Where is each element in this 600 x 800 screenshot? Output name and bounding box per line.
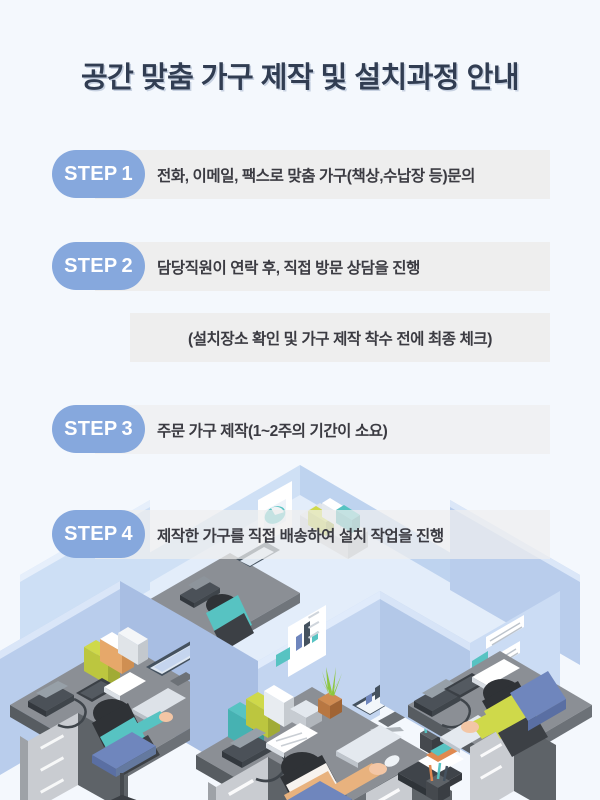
- step-bar-2: [95, 242, 550, 291]
- office-illustration: [0, 455, 600, 800]
- workstation-right: [408, 651, 592, 800]
- step-badge-label-1: STEP: [64, 162, 118, 185]
- notepad-center: [266, 723, 318, 758]
- step-badge-1: STEP 1: [52, 150, 145, 198]
- step-badge-number-3: 3: [121, 417, 133, 440]
- step-badge-number-1: 1: [121, 162, 133, 185]
- step-text-2: 담당직원이 연락 후, 직접 방문 상담을 진행: [157, 259, 420, 277]
- chair-left: [92, 732, 156, 800]
- note-row: (설치장소 확인 및 가구 제작 착수 전에 최종 체크): [130, 313, 550, 362]
- desk-left: [10, 627, 230, 800]
- pen-cup-right: [426, 762, 450, 800]
- step-badge-label-3: STEP: [64, 417, 118, 440]
- plant-center: [318, 667, 342, 719]
- step-text-1: 전화, 이메일, 팩스로 맞춤 가구(책상,수납장 등)문의: [157, 167, 475, 185]
- isometric-office-svg: [0, 455, 600, 800]
- tablet-left: [76, 678, 118, 702]
- desk-phone-left: [28, 681, 87, 729]
- sticky-note: [266, 668, 282, 690]
- desk-phone-back: [180, 576, 220, 608]
- mouse-center: [384, 755, 400, 767]
- paper-tray-left: [104, 672, 146, 701]
- wall-poster-barchart: [288, 605, 326, 677]
- step-text-3: 주문 가구 제작(1~2주의 기간이 소요): [157, 422, 388, 440]
- step-row-2: 담당직원이 연락 후, 직접 방문 상담을 진행 STEP 2: [52, 242, 550, 291]
- step-badge-label-2: STEP: [64, 254, 118, 277]
- step-row-3: 주문 가구 제작(1~2주의 기간이 소요) STEP 3: [52, 405, 550, 454]
- binders-left: [84, 627, 148, 685]
- step-badge-label-4: STEP: [64, 522, 118, 545]
- step-badge-4: STEP 4: [52, 510, 145, 558]
- page-title: 공간 맞춤 가구 제작 및 설치과정 안내: [80, 62, 520, 94]
- step-text-4: 제작한 가구를 직접 배송하여 설치 작업을 진행: [157, 527, 444, 545]
- step-badge-number-4: 4: [121, 522, 133, 545]
- step-bar-4: [95, 510, 550, 559]
- sticky-note: [276, 647, 290, 667]
- step-bar-3: [95, 405, 550, 454]
- keyboard-center: [336, 725, 402, 768]
- chair-right: [510, 671, 566, 731]
- note-text: (설치장소 확인 및 가구 제작 착수 전에 최종 체크): [187, 330, 493, 348]
- notepad-right: [472, 659, 520, 691]
- step-badge-number-2: 2: [121, 254, 133, 277]
- step-bar-1: [95, 150, 550, 199]
- step-row-1: 전화, 이메일, 팩스로 맞춤 가구(책상,수납장 등)문의 STEP 1: [52, 150, 550, 199]
- step-badge-2: STEP 2: [52, 242, 145, 290]
- step-row-4: 제작한 가구를 직접 배송하여 설치 작업을 진행 STEP 4: [52, 510, 550, 559]
- step-badge-3: STEP 3: [52, 405, 145, 453]
